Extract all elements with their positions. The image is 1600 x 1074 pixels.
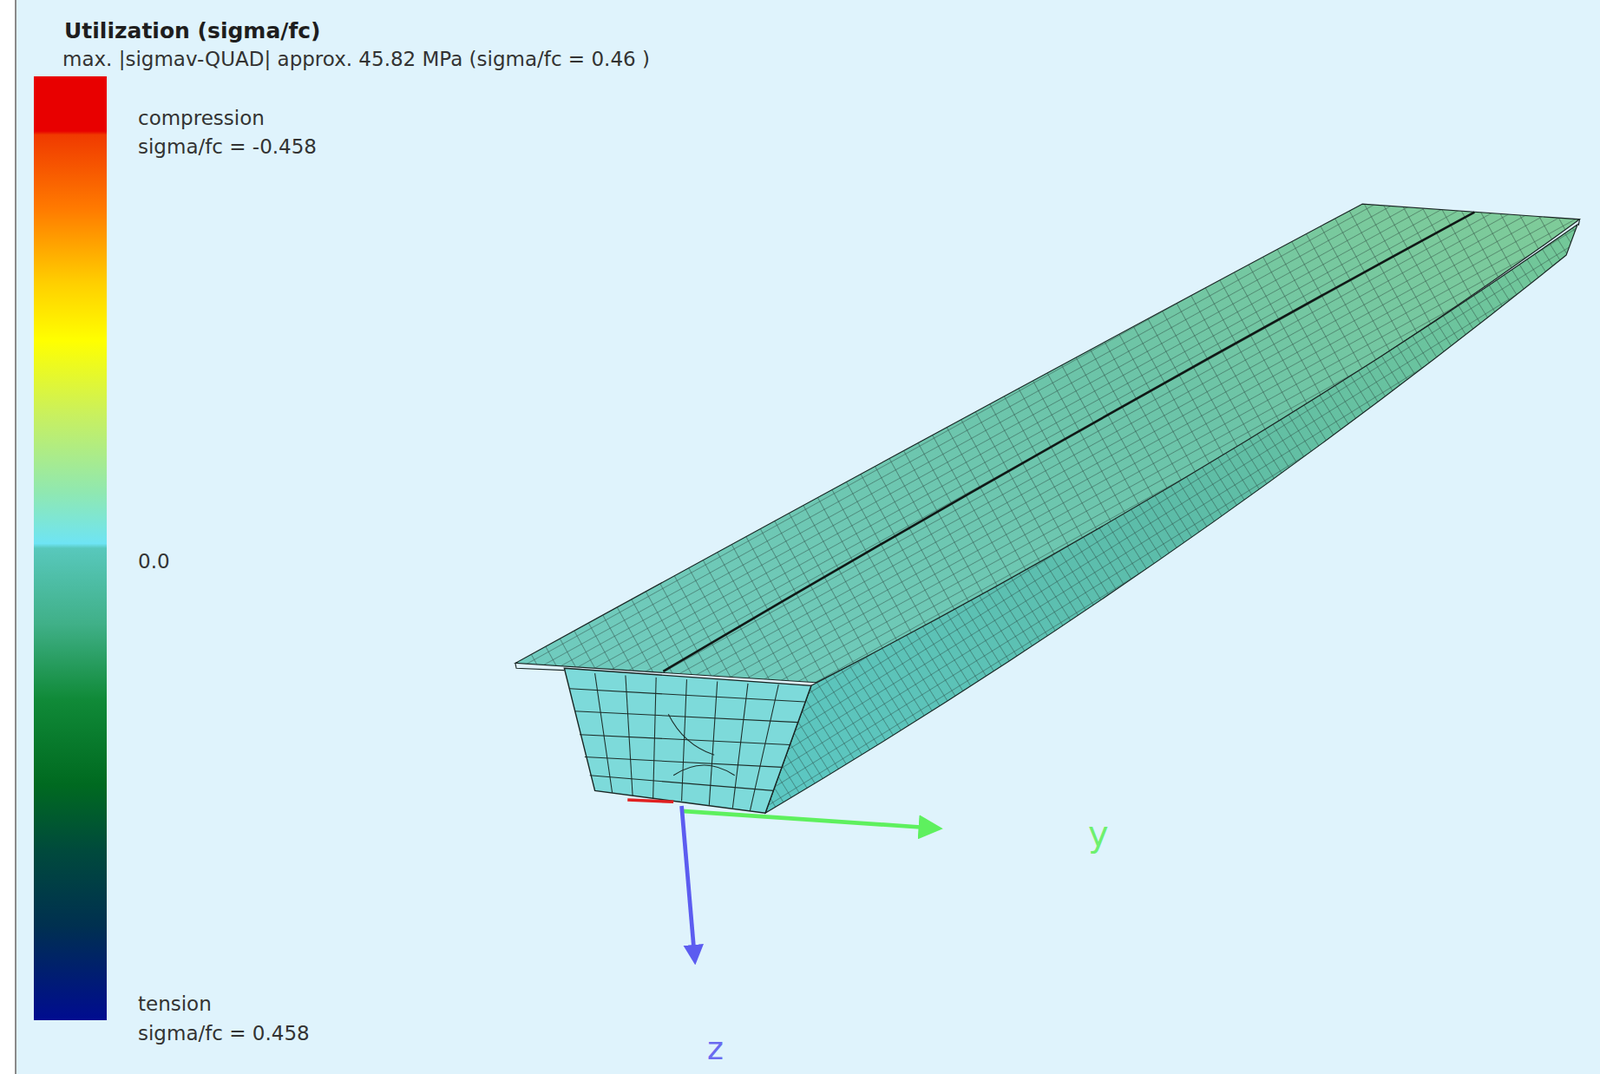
z-axis-arrow — [681, 806, 695, 950]
scale-label: tension — [137, 992, 212, 1016]
scale-label: compression — [137, 106, 265, 130]
web-side-face — [765, 224, 1578, 814]
scale-value: sigma/fc = -0.458 — [137, 135, 317, 158]
beam-illustration — [515, 203, 1581, 949]
chart-subtitle: max. |sigmav-QUAD| approx. 45.82 MPa (si… — [62, 47, 650, 71]
web-mesh — [765, 224, 1578, 814]
end-face-mesh — [569, 673, 806, 812]
end-face — [563, 668, 812, 814]
scale-value: sigma/fc = 0.458 — [137, 1022, 310, 1045]
axis-label: z — [707, 1030, 724, 1067]
peak-stress-mark — [627, 800, 674, 802]
axis-label: y — [1088, 813, 1109, 854]
flange-centre-line — [662, 212, 1475, 672]
flange-edge — [515, 662, 564, 670]
chart-title: Utilization (sigma/fc) — [64, 19, 322, 45]
scale-value: 0.0 — [137, 550, 171, 573]
left-margin — [0, 0, 16, 1074]
panel-border — [14, 0, 17, 1074]
flange-edge — [1578, 219, 1580, 226]
color-bar — [33, 76, 107, 1021]
y-axis-arrow — [681, 811, 925, 828]
